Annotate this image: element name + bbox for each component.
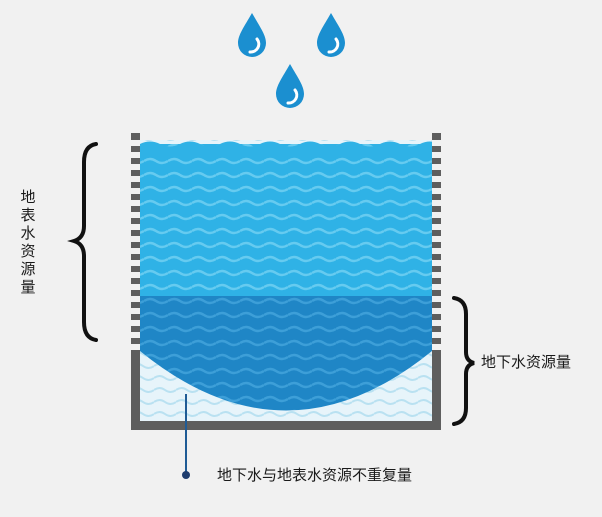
tank-right-wall: [432, 133, 441, 430]
tank-bottom: [131, 421, 441, 430]
groundwater-brace: [452, 296, 475, 426]
water-drop-icon: [276, 64, 304, 108]
groundwater-label: 地下水资源量: [481, 353, 572, 371]
surface-water-brace: [67, 142, 98, 342]
overlap-label: 地下水与地表水资源不重复量: [217, 466, 413, 484]
surface-water-label: 地表水资源量: [20, 188, 36, 296]
water-drop-icon: [238, 13, 266, 57]
surface-water-layer: [140, 144, 432, 296]
groundwater-layer: [140, 296, 432, 351]
tank-left-wall: [131, 133, 140, 430]
overlap-pointer-dot: [182, 471, 190, 479]
water-drop-icon: [317, 13, 345, 57]
tank-contents: [140, 140, 432, 421]
